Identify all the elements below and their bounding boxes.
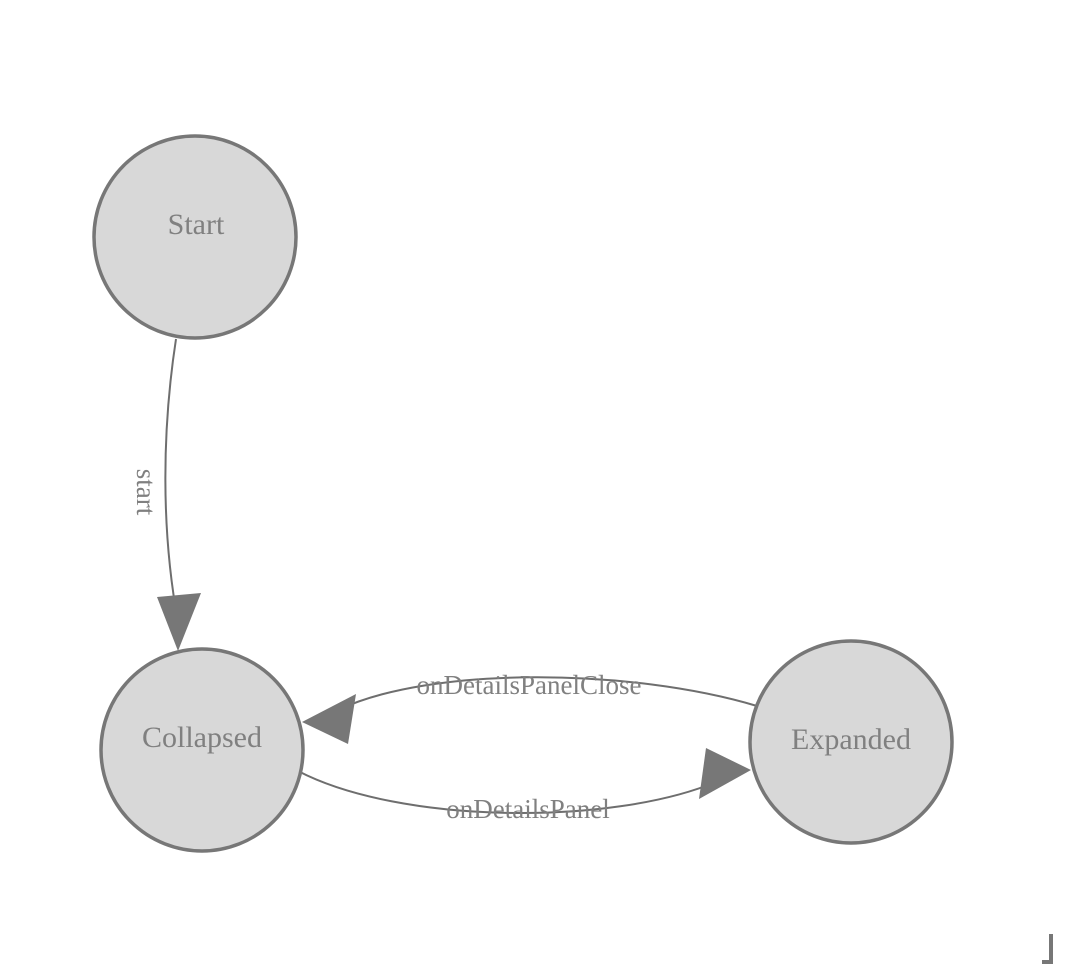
edge-expanded-to-collapsed[interactable]: onDetailsPanelClose (302, 670, 758, 744)
node-start[interactable]: Start (92, 134, 298, 340)
edge-start-to-collapsed-label: start (131, 469, 161, 516)
edge-expanded-to-collapsed-arrowhead (302, 694, 356, 744)
edge-start-to-collapsed-path (164, 338, 179, 623)
edge-collapsed-to-expanded-path (297, 770, 717, 815)
node-collapsed[interactable]: Collapsed (99, 647, 305, 853)
node-start-label: Start (168, 208, 225, 241)
edge-start-to-collapsed-arrowhead (157, 593, 201, 651)
edge-expanded-to-collapsed-path (337, 676, 758, 711)
edge-start-to-collapsed[interactable]: start (131, 338, 201, 651)
node-collapsed-label: Collapsed (142, 721, 262, 754)
node-expanded-label: Expanded (791, 723, 911, 756)
edge-collapsed-to-expanded-label: onDetailsPanel (446, 794, 609, 824)
node-expanded-circle (748, 639, 954, 845)
node-collapsed-circle (99, 647, 305, 853)
edge-collapsed-to-expanded-arrowhead (699, 748, 751, 799)
resize-handle-icon[interactable] (1042, 934, 1053, 964)
edge-expanded-to-collapsed-label: onDetailsPanelClose (417, 670, 642, 700)
node-expanded[interactable]: Expanded (748, 639, 954, 845)
edge-collapsed-to-expanded[interactable]: onDetailsPanel (297, 748, 751, 824)
node-start-circle (92, 134, 298, 340)
